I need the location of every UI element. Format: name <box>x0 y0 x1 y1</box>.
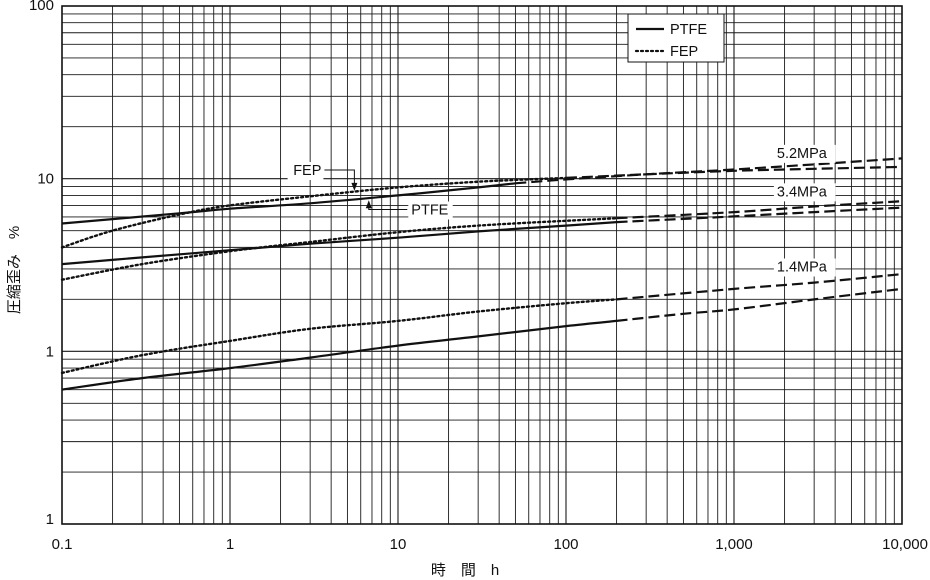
y-axis-title: 圧縮歪み % <box>6 226 23 314</box>
ptfe-arrowhead <box>365 200 372 209</box>
annotation-label: 3.4MPa <box>777 184 828 200</box>
series-fep-5-2mpa-dotted <box>60 176 568 249</box>
x-tick-label: 10 <box>390 536 407 553</box>
y-tick-label: 100 <box>29 0 54 14</box>
annotation-backdrop <box>773 183 836 202</box>
annotation-label: 1.4MPa <box>777 259 828 275</box>
x-tick-label: 1,000 <box>715 536 753 553</box>
series-lines <box>60 157 903 391</box>
series-fep-1-4mpa-dashed <box>616 273 903 301</box>
annotation-label: FEP <box>293 163 321 179</box>
y-tick-label: 10 <box>37 171 54 188</box>
plot-frame <box>61 5 903 525</box>
series-ptfe-3-4mpa-solid <box>61 221 617 266</box>
fep-leader-line <box>324 169 355 187</box>
y-tick-labels: 1 1 10 100 <box>29 0 54 528</box>
annotation-backdrop <box>287 162 324 181</box>
legend-label-ptfe: PTFE <box>670 22 707 38</box>
series-fep-3-4mpa-dashed <box>616 200 903 220</box>
series-ptfe-5-2mpa-dashed <box>515 157 903 185</box>
x-axis-title: 時 間 h <box>431 562 499 579</box>
fep-arrowhead <box>351 182 358 191</box>
x-tick-label: 100 <box>553 536 578 553</box>
series-fep-1-4mpa-dotted <box>60 298 618 375</box>
series-ptfe-3-4mpa-dashed <box>616 206 903 224</box>
x-tick-label: 1 <box>226 536 234 553</box>
series-fep-5-2mpa-dashed <box>565 165 903 179</box>
x-tick-label: 0.1 <box>52 536 73 553</box>
y-tick-label: 1 <box>46 511 54 528</box>
annotation-label: PTFE <box>411 203 448 219</box>
series-fep-3-4mpa-dotted <box>60 217 618 281</box>
plot-border <box>61 5 903 525</box>
annotation-backdrop <box>408 201 453 220</box>
x-tick-labels: 0.1 1 10 100 1,000 10,000 <box>52 536 928 553</box>
annotation-label: 5.2MPa <box>777 146 828 162</box>
grid <box>62 6 902 524</box>
legend-label-fep: FEP <box>670 44 698 60</box>
legend-box <box>627 13 725 63</box>
x-tick-label: 10,000 <box>882 536 928 553</box>
legend: PTFE FEP <box>627 13 725 63</box>
series-ptfe-1-4mpa-solid <box>61 319 617 391</box>
series-ptfe-1-4mpa-dashed <box>616 287 903 322</box>
annotations: 5.2MPa 3.4MPa 1.4MPa FEP PTFE <box>287 144 836 277</box>
annotation-backdrop <box>773 144 836 163</box>
y-tick-label: 1 <box>46 343 54 360</box>
annotation-backdrop <box>773 258 836 277</box>
series-ptfe-5-2mpa-solid <box>61 182 516 225</box>
